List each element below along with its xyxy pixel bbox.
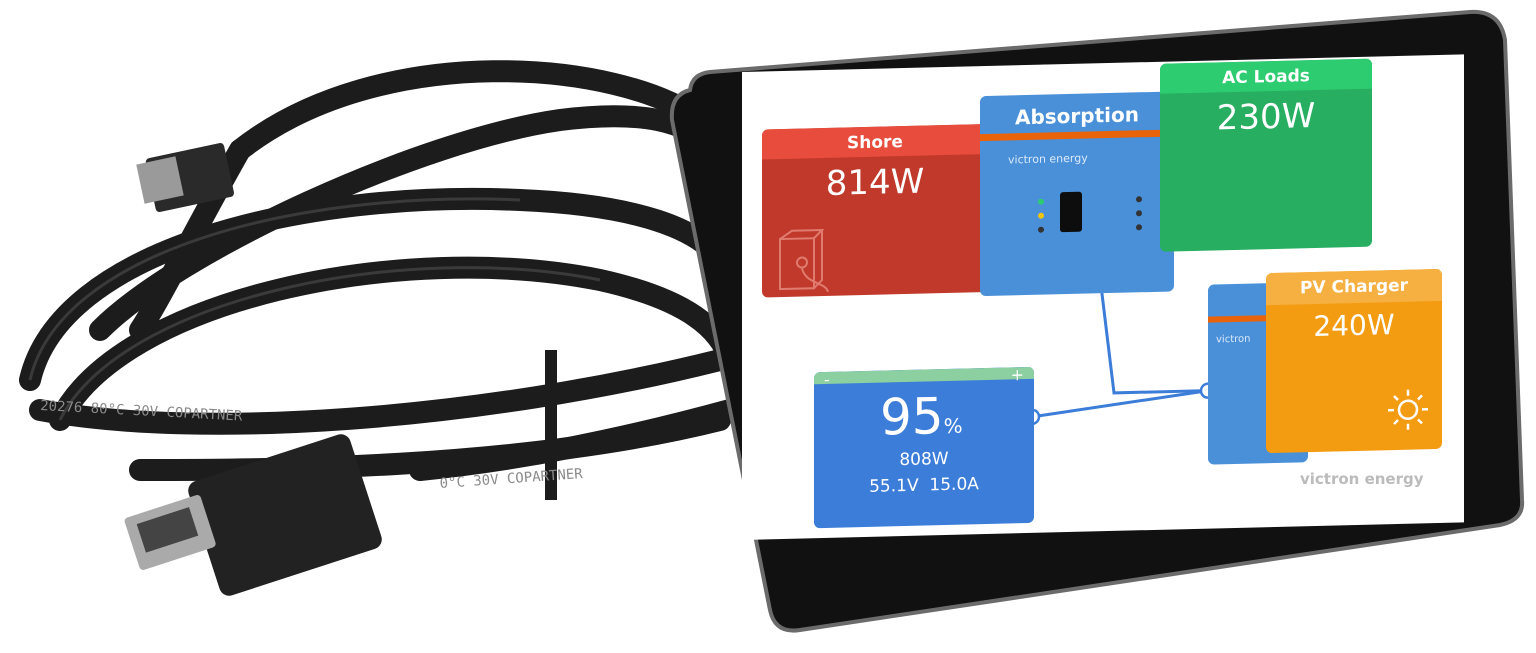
- pv-charger-tile[interactable]: PV Charger 240W: [1266, 268, 1442, 454]
- pv-charger-title: PV Charger: [1266, 268, 1442, 306]
- battery-voltage: 55.1V: [869, 475, 919, 497]
- inverter-state: Absorption: [1014, 102, 1139, 130]
- sun-icon: [1388, 389, 1428, 430]
- inverter-accent-stripe: [980, 129, 1174, 142]
- usb-connector-icon: [136, 143, 234, 212]
- shore-title: Shore: [762, 123, 988, 160]
- shore-power: 814W: [825, 161, 925, 204]
- led-lowbat-icon: [1136, 224, 1142, 231]
- battery-voltage-current: 55.1V 15.0A: [814, 473, 1034, 498]
- battery-soc-unit: %: [943, 413, 963, 439]
- battery-tile[interactable]: - + 95% 808W 55.1V 15.0A: [814, 366, 1034, 529]
- battery-plus: +: [1010, 366, 1024, 385]
- ac-loads-title: AC Loads: [1160, 58, 1372, 94]
- led-mains-icon: [1038, 198, 1044, 205]
- led-inverter-icon: [1136, 196, 1142, 203]
- inverter-charger-tile[interactable]: Absorption victron energy: [980, 91, 1174, 297]
- battery-power: 808W: [899, 448, 949, 471]
- pv-charger-power: 240W: [1313, 308, 1395, 344]
- led-float-icon: [1038, 226, 1044, 233]
- shore-tile[interactable]: Shore 814W: [762, 123, 988, 298]
- mppt-brand: victron: [1216, 333, 1251, 346]
- gx-touch-screen[interactable]: Shore 814W Absorption victron energy AC …: [742, 54, 1464, 540]
- inverter-switch-icon: [1060, 191, 1082, 233]
- ac-loads-power: 230W: [1216, 95, 1316, 139]
- battery-soc-value: 95: [880, 387, 944, 447]
- battery-soc: 95%: [880, 387, 963, 447]
- hdmi-connector-icon: [124, 434, 382, 596]
- inverter-brand: victron energy: [1008, 151, 1088, 167]
- power-outlet-icon: [779, 228, 829, 293]
- led-overload-icon: [1136, 210, 1142, 217]
- device-brand-logo: victron energy: [1300, 470, 1424, 488]
- ac-loads-tile[interactable]: AC Loads 230W: [1160, 58, 1372, 252]
- led-absorption-icon: [1038, 212, 1044, 219]
- battery-minus: -: [824, 369, 830, 389]
- battery-current: 15.0A: [929, 474, 979, 496]
